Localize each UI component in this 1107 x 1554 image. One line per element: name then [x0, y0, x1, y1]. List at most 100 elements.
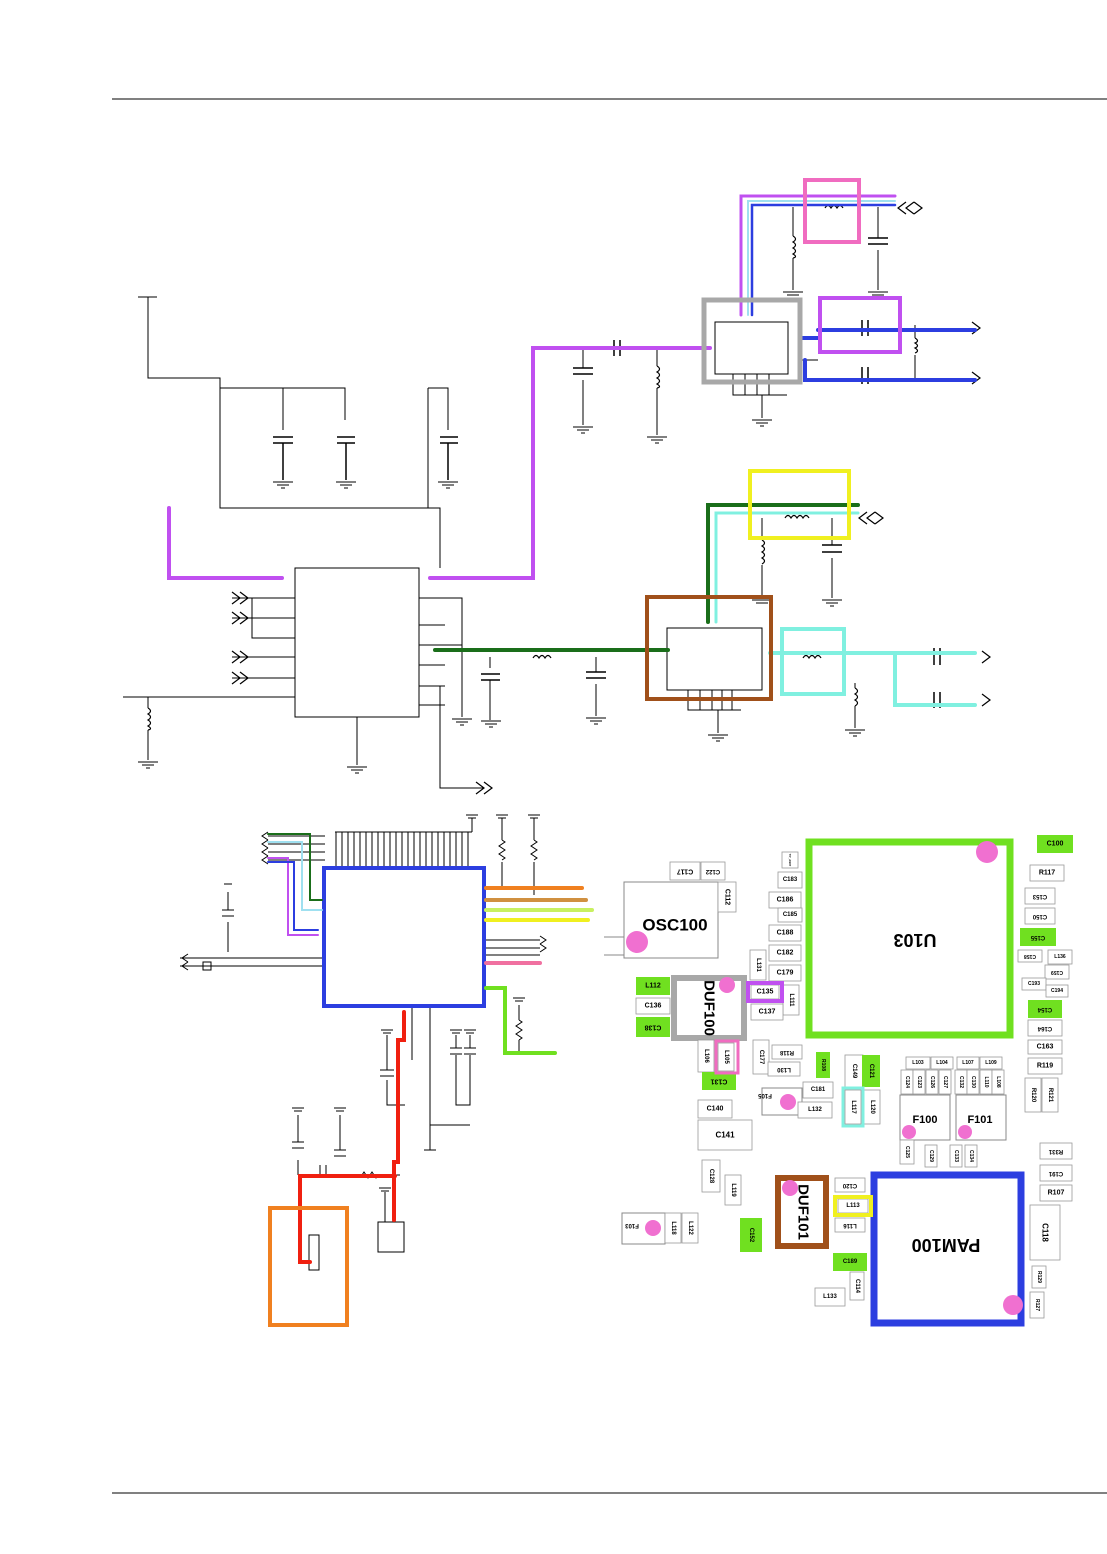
pad-c125 — [899, 1139, 915, 1165]
highlight-boxes-upper — [645, 178, 902, 701]
pad-tp — [781, 851, 799, 869]
pad-l103 — [905, 1056, 931, 1070]
net-blue-lower — [803, 358, 977, 382]
label-c179: C179 — [777, 970, 794, 977]
pad-c134 — [964, 1144, 978, 1168]
label-l118: L118 — [670, 1221, 676, 1235]
pad-r129 — [1031, 1265, 1047, 1289]
label-tp: TP_A907 — [788, 854, 792, 867]
label-l103: L103 — [912, 1060, 924, 1066]
pad-c121 — [862, 1055, 880, 1087]
highlighted-nets-lower — [267, 833, 594, 1264]
pad-c159 — [1044, 964, 1070, 980]
label-l130: L130 — [777, 1066, 791, 1072]
label-c124: C124 — [904, 1076, 910, 1088]
label-l122: L122 — [687, 1221, 693, 1235]
marker-f101 — [958, 1125, 972, 1139]
label-c159: C159 — [1051, 969, 1063, 975]
label-c153: C153 — [1032, 893, 1047, 899]
label-l104: L104 — [936, 1060, 948, 1066]
pad-c128 — [701, 1159, 721, 1193]
label-f101: F101 — [967, 1114, 992, 1126]
pad-c193 — [1021, 977, 1047, 991]
label-l112: L112 — [645, 983, 661, 990]
highlight-box-gray — [701, 297, 803, 385]
net-green-thin — [267, 833, 323, 901]
lower-schematic-wiring — [180, 818, 540, 1271]
pad-c141 — [697, 1119, 753, 1151]
pad-c127 — [938, 1069, 952, 1095]
label-l111: L111 — [788, 993, 794, 1007]
pad-c188 — [768, 924, 802, 942]
pad-c191 — [1039, 1164, 1073, 1182]
net-aqua-top — [714, 511, 860, 624]
label-r107: R107 — [1048, 1190, 1065, 1197]
label-c140: C140 — [707, 1106, 724, 1113]
label-c100: C100 — [1047, 841, 1064, 848]
pad-c126 — [925, 1069, 939, 1095]
highlight-box-orange — [268, 1206, 349, 1327]
label-r127: R127 — [1034, 1299, 1040, 1311]
label-c117: C117 — [677, 868, 693, 875]
label-c133: C133 — [953, 1150, 959, 1162]
net-blue-thin — [267, 861, 319, 931]
pad-c150 — [1024, 907, 1056, 925]
label-c114: C114 — [854, 1279, 860, 1294]
label-l116: L116 — [843, 1222, 857, 1228]
label-l132: L132 — [808, 1107, 822, 1113]
net-blue-upper — [798, 328, 977, 340]
net-purple-right — [428, 346, 712, 580]
label-l107: L107 — [962, 1060, 974, 1066]
pad-c182 — [768, 944, 802, 962]
label-c135: C135 — [757, 989, 774, 996]
pad-c114 — [849, 1271, 865, 1301]
label-r119: R119 — [1037, 1063, 1053, 1070]
label-c154: C154 — [1037, 1006, 1052, 1012]
pad-l116 — [834, 1217, 866, 1233]
highlighted-nets-upper — [167, 194, 977, 707]
pad-l108 — [991, 1069, 1005, 1095]
pam100-chip — [870, 1171, 1025, 1327]
label-c128: C128 — [708, 1169, 714, 1184]
marker-duf101 — [782, 1180, 798, 1196]
ic-blue-box — [322, 866, 486, 1008]
marker-duf100 — [719, 977, 735, 993]
label-c155: C155 — [1030, 934, 1045, 940]
label-c118: C118 — [1041, 1223, 1050, 1242]
component-pads — [635, 835, 1073, 1319]
label-r129: R129 — [1036, 1271, 1042, 1283]
label-c112: C112 — [724, 889, 731, 905]
label-c152: C152 — [748, 1228, 754, 1243]
label-l119: L119 — [730, 1183, 736, 1197]
net-cyan-top — [747, 200, 896, 316]
pad-c163 — [1027, 1039, 1063, 1055]
pad-l118 — [664, 1212, 682, 1244]
pad-c158 — [1017, 949, 1043, 963]
label-c150: C150 — [1032, 913, 1047, 919]
marker-f100 — [902, 1125, 916, 1139]
net-purple-left — [167, 506, 284, 580]
pad-l130 — [767, 1061, 801, 1077]
pad-c181 — [802, 1081, 834, 1099]
label-f100: F100 — [912, 1114, 937, 1126]
label-l133: L133 — [823, 1294, 837, 1300]
pad-c131 — [702, 1072, 736, 1090]
label-c123: C123 — [916, 1076, 922, 1088]
pad-c152 — [740, 1218, 762, 1252]
label-l109: L109 — [985, 1060, 997, 1066]
label-c141: C141 — [715, 1131, 735, 1140]
net-darkgreen-top — [706, 503, 860, 624]
ground-symbols — [138, 291, 888, 774]
pad-c140 — [697, 1099, 733, 1119]
label-c158: C158 — [1024, 953, 1036, 959]
label-r121: R121 — [1047, 1088, 1053, 1103]
pad-c177 — [752, 1039, 770, 1075]
label-c182: C182 — [777, 950, 794, 957]
highlight-box-yellow — [748, 469, 851, 540]
pad-c189 — [833, 1253, 867, 1271]
highlight-l117 — [841, 1086, 865, 1128]
label-c130: C130 — [970, 1076, 976, 1088]
label-c189: C189 — [843, 1259, 858, 1265]
label-c181: C181 — [811, 1087, 826, 1093]
